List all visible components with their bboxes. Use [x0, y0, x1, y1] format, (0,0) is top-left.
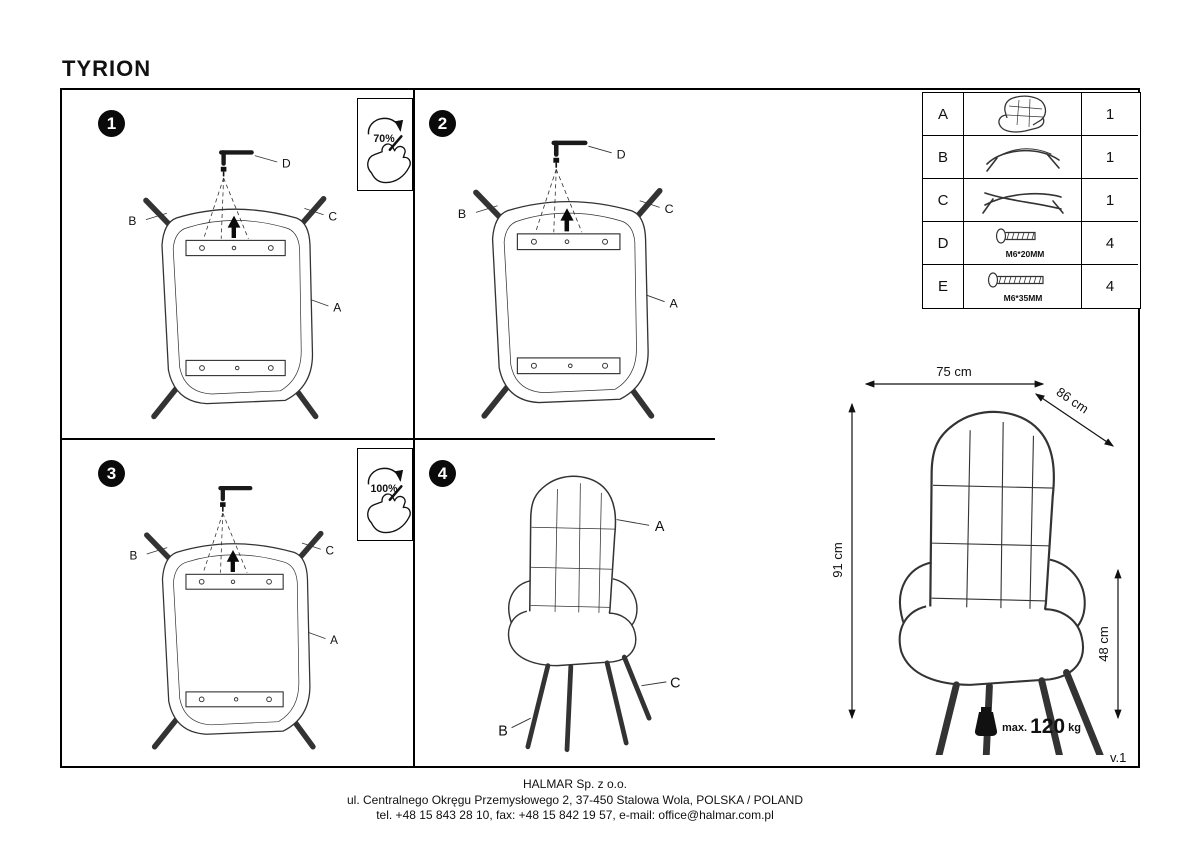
step4-diagram: A B C	[498, 468, 680, 764]
seat-height-dimension: 48 cm	[1096, 626, 1111, 661]
vertical-divider	[413, 90, 415, 766]
step-number: 1	[98, 110, 125, 137]
company-address: ul. Centralnego Okręgu Przemysłowego 2, …	[346, 792, 803, 807]
part-image-cell: M6*35MM	[963, 265, 1082, 308]
part-c-legframe-icon	[981, 192, 1064, 214]
dimensions-figure: 75 cm 86 cm 91 cm 48 cm	[830, 364, 1122, 755]
part-id: A	[923, 93, 963, 136]
torque-percent: 70%	[373, 133, 395, 145]
step-number: 2	[429, 110, 456, 137]
torque-icon: 100%	[367, 467, 411, 534]
footer: HALMAR Sp. z o.o. ul. Centralnego Okręgu…	[0, 777, 1150, 824]
leader-lines	[511, 519, 667, 729]
part-b-legframe-icon	[985, 148, 1060, 172]
label-c: C	[325, 545, 334, 558]
chair-underside-drawing	[146, 152, 324, 416]
weight-icon	[974, 707, 998, 736]
part-qty: 4	[1082, 222, 1138, 265]
label-c: C	[665, 202, 674, 216]
chair-underside-drawing	[147, 488, 321, 747]
torque-icon: 70%	[367, 117, 411, 184]
leader-lines	[146, 542, 326, 639]
page-title: TYRION	[62, 56, 152, 81]
part-image-cell: M6*20MM	[963, 222, 1082, 265]
label-b: B	[128, 214, 136, 228]
label-c: C	[328, 209, 337, 223]
part-id: B	[923, 136, 963, 179]
torque-percent: 100%	[370, 483, 398, 495]
step-3: 3 100% B C	[62, 440, 414, 768]
label-c: C	[670, 676, 680, 692]
leader-lines	[145, 155, 329, 307]
step-number: 3	[98, 460, 125, 487]
step-4: 4 A B C	[415, 440, 715, 768]
label-b: B	[498, 723, 508, 739]
part-id: C	[923, 179, 963, 222]
label-a: A	[655, 519, 665, 535]
rotation-arrow-icon	[367, 117, 404, 135]
weight-unit: kg	[1068, 722, 1081, 734]
dimension-chair-drawing	[900, 412, 1103, 755]
version-label: v.1	[1110, 750, 1127, 765]
height-dimension: 91 cm	[830, 542, 845, 577]
step1-diagram: D B C A	[128, 138, 341, 434]
width-dimension: 75 cm	[936, 364, 971, 379]
part-d-screw-icon: M6*20MM	[995, 228, 1044, 259]
company-name: HALMAR Sp. z o.o.	[522, 777, 628, 791]
label-a: A	[333, 301, 341, 315]
hand-icon	[367, 485, 411, 534]
part-qty: 1	[1082, 179, 1138, 222]
company-contact: tel. +48 15 843 28 10, fax: +48 15 842 1…	[376, 808, 774, 822]
torque-indicator: 70%	[357, 98, 413, 191]
rotation-arrow-icon	[367, 467, 404, 485]
chair-underside-drawing	[476, 143, 660, 416]
label-a: A	[330, 634, 338, 647]
hand-icon	[367, 135, 411, 184]
part-d-spec: M6*20MM	[1005, 249, 1044, 259]
step-2: 2 D B C A	[415, 90, 715, 438]
depth-dimension: 86 cm	[1054, 384, 1092, 416]
depth-arrow	[1035, 393, 1114, 447]
label-a: A	[670, 296, 679, 310]
part-image-cell	[963, 179, 1082, 222]
leader-lines	[475, 145, 665, 303]
label-d: D	[282, 157, 291, 171]
assembled-chair-drawing	[509, 476, 650, 749]
part-id: D	[923, 222, 963, 265]
torque-indicator: 100%	[357, 448, 413, 541]
parts-table: A 1 B	[922, 92, 1141, 309]
weight-value: 120	[1030, 715, 1066, 738]
part-image-cell	[963, 136, 1082, 179]
label-b: B	[458, 207, 466, 221]
part-qty: 1	[1082, 93, 1138, 136]
step3-diagram: B C A	[130, 474, 338, 764]
label-d: D	[617, 148, 626, 162]
horizontal-divider	[62, 438, 715, 440]
label-b: B	[130, 549, 138, 562]
part-e-screw-icon: M6*35MM	[987, 271, 1044, 303]
step-1: 1 70% D	[62, 90, 414, 438]
part-qty: 1	[1082, 136, 1138, 179]
step2-diagram: D B C A	[458, 128, 679, 434]
part-qty: 4	[1105, 278, 1115, 295]
part-a-seat-icon	[997, 95, 1046, 133]
part-id: E	[937, 278, 948, 295]
part-image-cell	[963, 93, 1082, 136]
weight-max-label: max.	[1002, 722, 1028, 734]
diagram-area: 1 70% D	[60, 88, 1140, 768]
step-number: 4	[429, 460, 456, 487]
part-e-spec: M6*35MM	[1003, 293, 1042, 303]
